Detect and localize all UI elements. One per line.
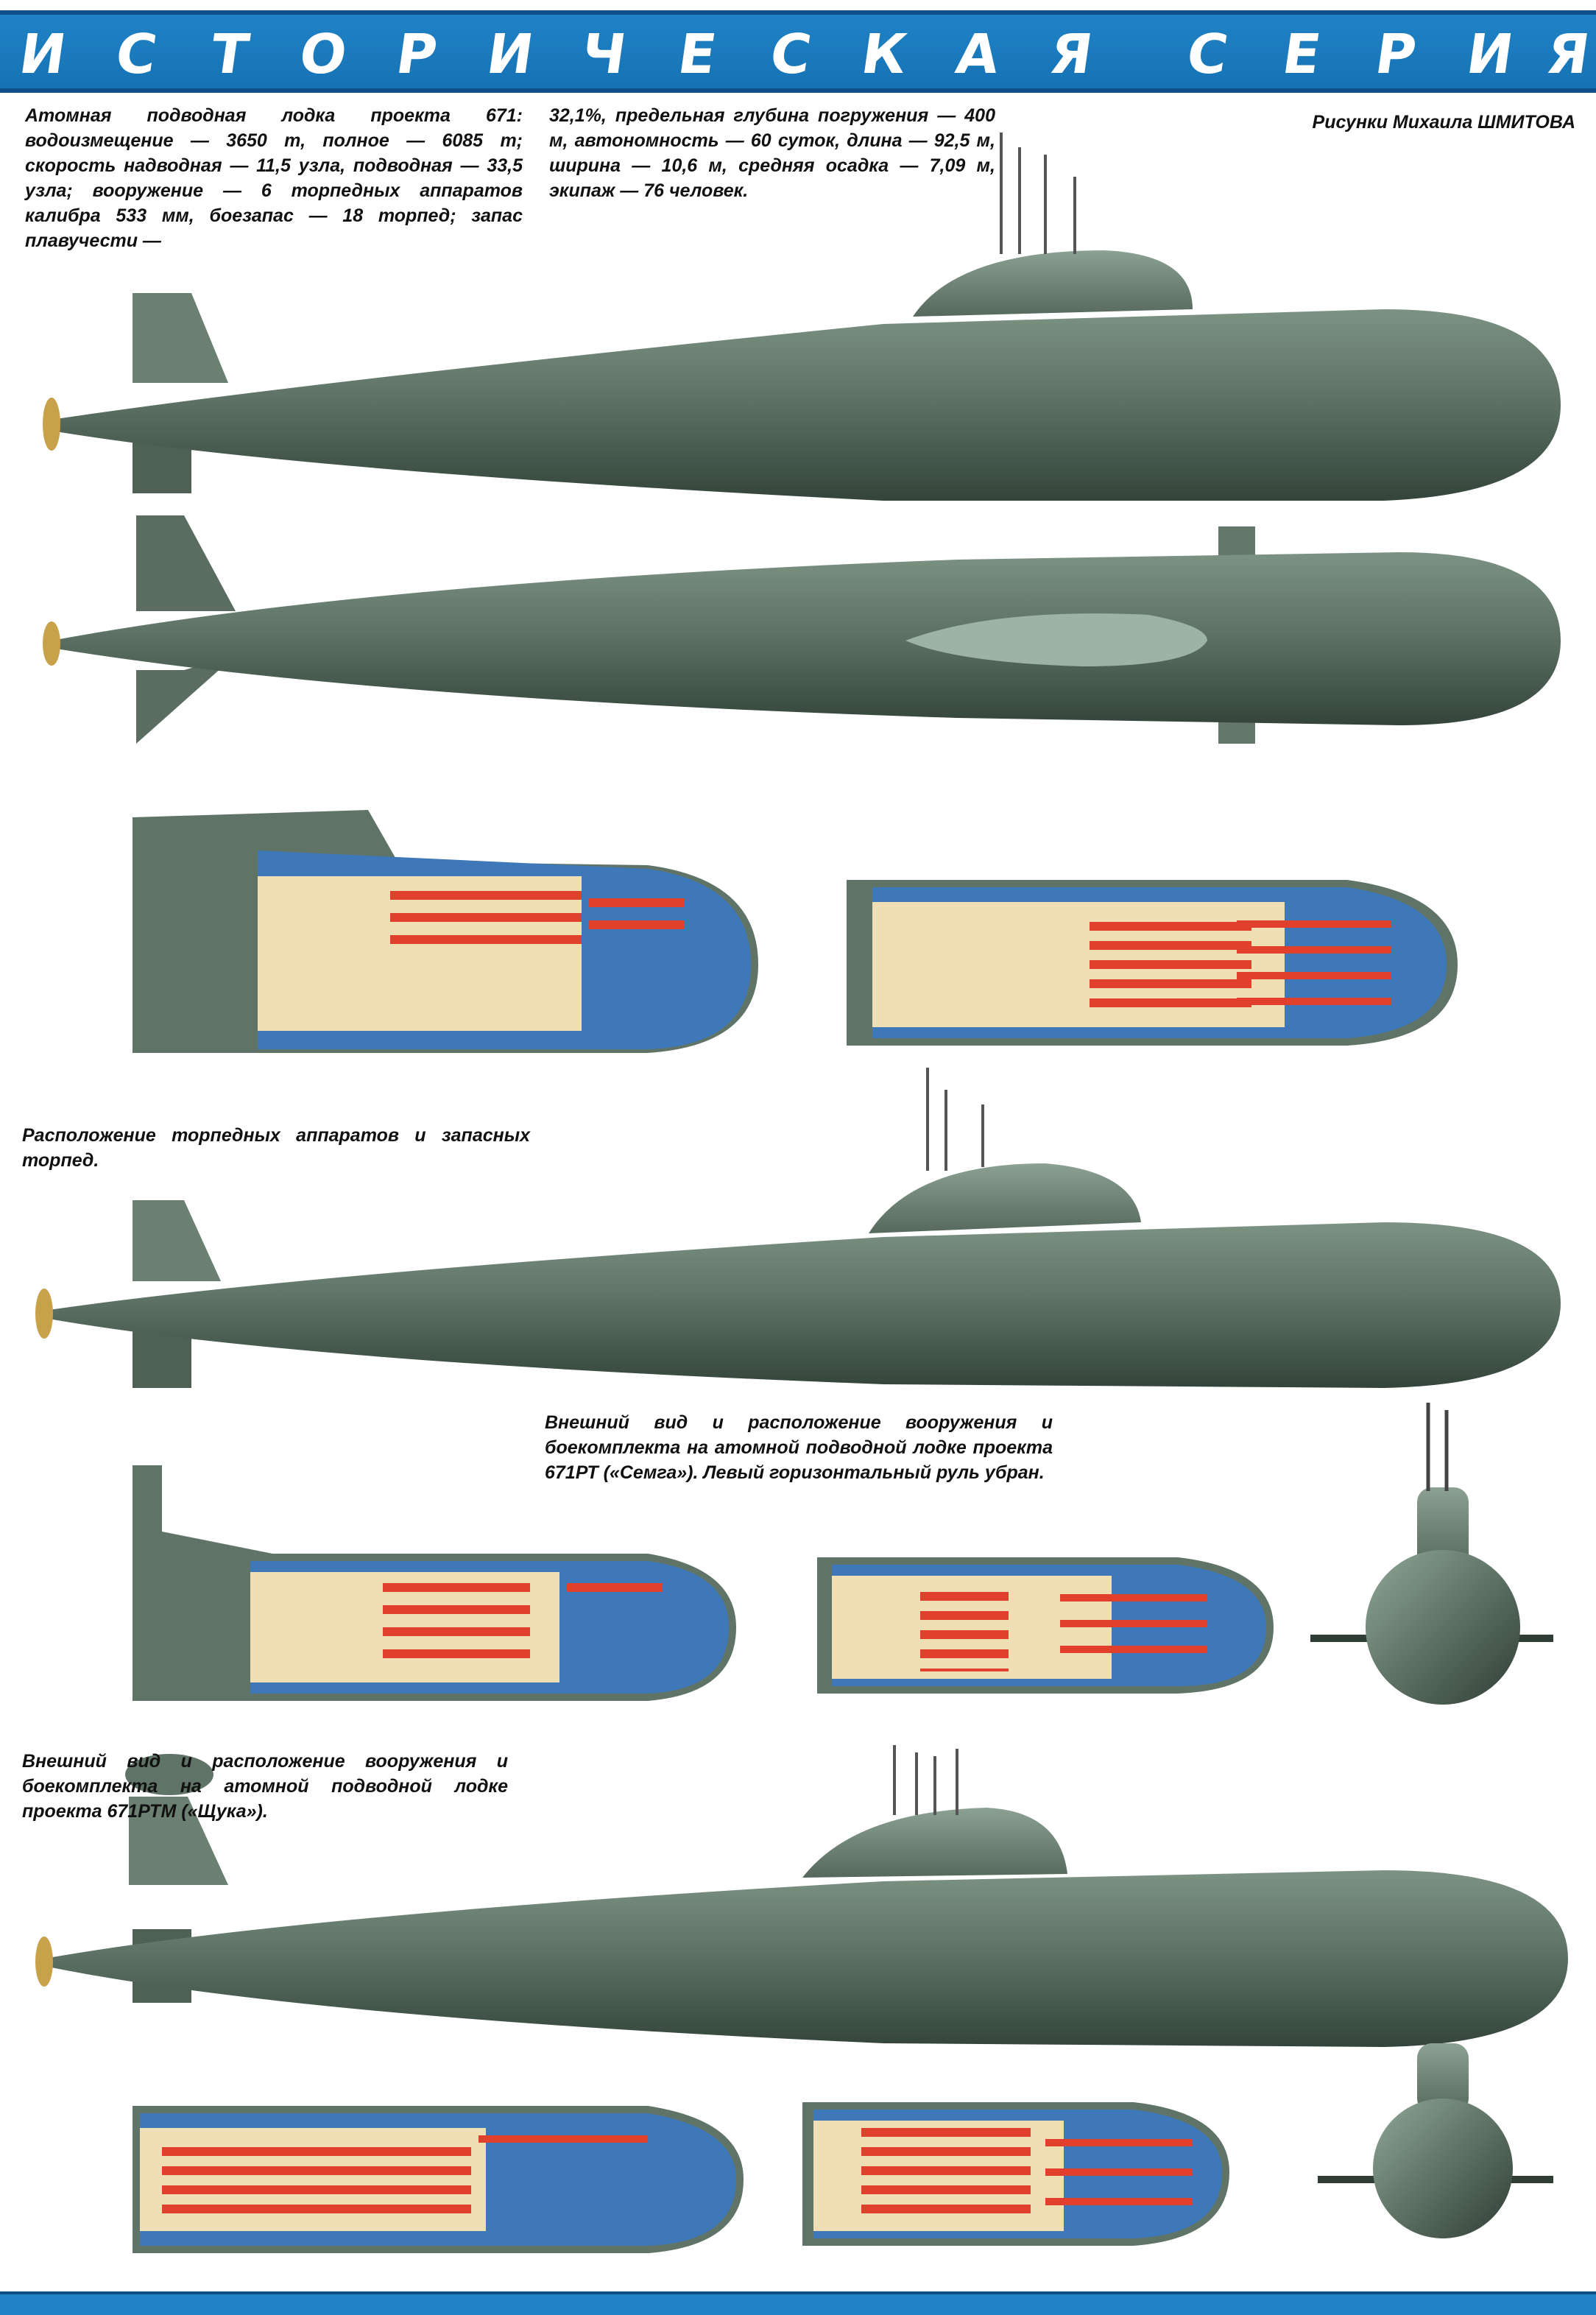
cutaway-2-plan — [817, 1557, 1274, 1694]
caption-671rt: Внешний вид и расположение вооружения и … — [545, 1412, 1053, 1483]
side-view-671rtm — [35, 1745, 1568, 2047]
specs-paragraph-col1: Атомная подводная лодка проекта 671: вод… — [25, 105, 523, 251]
side-view-671rt — [35, 1068, 1561, 1388]
cutaway-3-plan — [802, 2102, 1229, 2246]
front-view-671rt — [1310, 1403, 1553, 1705]
cutaway-1-plan — [847, 880, 1458, 1046]
side-view-671 — [43, 133, 1561, 501]
bottom-band — [0, 2291, 1596, 2315]
series-header: И С Т О Р И Ч Е С К А Я С Е Р И Я — [0, 10, 1596, 93]
illustration-credit: Рисунки Михаила ШМИТОВА — [1312, 112, 1575, 133]
cutaway-3-profile — [133, 2106, 744, 2253]
cutaway-2-profile — [133, 1465, 736, 1701]
caption-671rtm: Внешний вид и расположение вооружения и … — [22, 1751, 508, 1822]
specs-paragraph-col2: 32,1%, предельная глубина погружения — 4… — [549, 105, 995, 201]
top-view — [43, 515, 1561, 744]
caption-torpedo-layout: Расположение торпедных аппаратов и запас… — [22, 1125, 530, 1171]
cutaway-1-profile — [133, 810, 758, 1053]
front-view-671rtm — [1318, 2043, 1553, 2238]
top-rule — [0, 0, 1596, 10]
